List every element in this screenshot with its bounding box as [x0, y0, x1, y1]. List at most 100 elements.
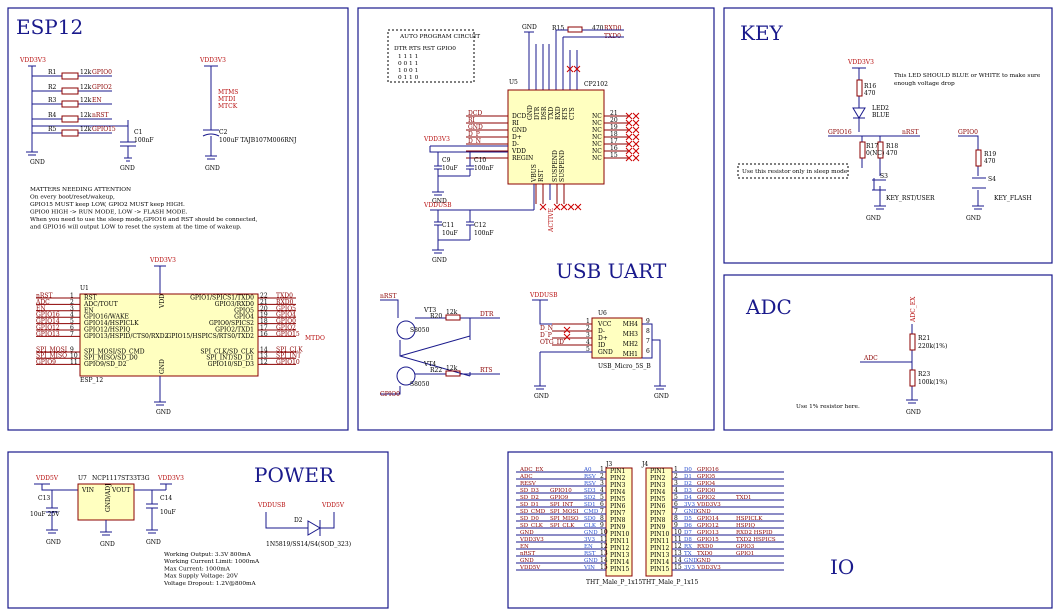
resistor-value: 12k — [80, 126, 92, 133]
table-row: 0 0 1 1 — [398, 61, 418, 67]
wire — [567, 203, 575, 211]
key-title: KEY — [740, 21, 784, 45]
net-label: D_P — [468, 131, 480, 138]
pin-number: 3 — [600, 480, 604, 487]
pin-number: 14 — [600, 557, 608, 564]
io-net: SD_D0 — [520, 516, 539, 522]
pin-name: NC — [592, 155, 602, 162]
wire — [625, 154, 633, 162]
pin-name: PIN1 — [610, 468, 625, 475]
pin-name: PIN7 — [610, 510, 626, 517]
pin-name: GPIO13/HSPID/CTS0/RXD2 — [84, 333, 168, 340]
net-label: SPI_CLK — [276, 347, 303, 354]
pin-name: PIN10 — [610, 531, 629, 538]
io-net-alt: RXD2 HSPID — [736, 530, 773, 536]
pin-name: SUSPEND — [552, 150, 559, 182]
net-label: GPIO13 — [36, 331, 60, 338]
pin-name: NC — [592, 120, 602, 127]
vddusb-label: VDDUSB — [257, 502, 286, 509]
pin-name: SPI_MISO/SD_D0 — [84, 355, 138, 362]
pin-number: 7 — [674, 508, 678, 515]
spec-line: Max Supply Voltage: 20V — [164, 574, 239, 580]
wire — [625, 147, 633, 155]
pin-name: CTS — [569, 107, 576, 120]
pin-name: MH2 — [623, 341, 638, 348]
resistor-net: EN — [92, 97, 102, 104]
pin-number: 12 — [260, 359, 268, 366]
pin-name: PIN1 — [650, 468, 665, 475]
io-board-label: GND — [684, 509, 698, 515]
r15-value: 470 — [592, 25, 604, 32]
s4-ref: S4 — [988, 176, 996, 183]
wire — [574, 203, 582, 211]
pin-name: GPIO9/SD_D2 — [84, 361, 127, 368]
net-label: GPIO10 — [276, 359, 300, 366]
c1-ref: C1 — [134, 129, 142, 136]
wire — [632, 119, 640, 127]
u1-ref: U1 — [80, 285, 89, 292]
adc-frame — [723, 274, 1053, 431]
d2-value: 1N5819/SS14/S4(SOD_323) — [266, 541, 351, 548]
vdd5v-label: VDD5V — [321, 502, 345, 509]
io-board-label: RSV — [584, 481, 597, 487]
resistor-net: GPIO15 — [92, 126, 116, 133]
vout-pin: VOUT — [111, 487, 130, 494]
pin-name: PIN12 — [650, 545, 669, 552]
pin-name: PIN7 — [650, 510, 666, 517]
wire — [632, 126, 640, 134]
pin-number: 6 — [600, 501, 604, 508]
pin-number: 12 — [600, 543, 608, 550]
vdd-pin: VDD — [159, 294, 166, 309]
io-board-label: D1 — [684, 474, 692, 480]
net-label: GPIO14 — [36, 318, 60, 325]
pin-number: 3 — [674, 480, 678, 487]
vddusb-label: VDDUSB — [423, 202, 452, 209]
c14-value: 10uF — [160, 509, 176, 516]
table-row: 1 1 1 1 — [398, 54, 418, 60]
pin-name: NC — [592, 148, 602, 155]
net-label: SPI_MISO — [36, 353, 67, 360]
net-label: GPIO16 — [36, 312, 60, 319]
pin-number: 8 — [674, 515, 678, 522]
pin-number: 17 — [610, 138, 618, 145]
io-net-alt: SPI_INT — [550, 502, 573, 508]
pin-number: 2 — [70, 299, 74, 306]
io-board-label: D8 — [684, 537, 692, 543]
pin-name: PIN11 — [610, 538, 629, 545]
vdd3v3-label: VDD3V3 — [847, 59, 874, 66]
c9-ref: C9 — [442, 157, 451, 164]
io-net: VDD3V3 — [696, 565, 721, 571]
pin-name: RTS — [562, 107, 569, 120]
r18-value: 470 — [886, 150, 898, 157]
pin-number: 17 — [260, 325, 268, 332]
r20-ref: R20 — [430, 313, 442, 320]
pin-name: GPIO1/SPICS1/TXD0 — [190, 295, 254, 302]
pin-name: DSR — [541, 106, 548, 120]
pin-number: 10 — [70, 353, 78, 360]
io-net-alt: GPIO9 — [550, 495, 569, 501]
vdd5v-label: VDD5V — [35, 475, 59, 482]
gpio0-net: GPIO0 — [958, 129, 978, 136]
led-note-2: enough voltage drop — [894, 81, 955, 87]
io-net: GPIO0 — [697, 488, 716, 494]
attention-note-line: GPIO0 HIGH -> RUN MODE, LOW -> FLASH MOD… — [30, 210, 188, 216]
gnd-label: GND — [966, 215, 981, 222]
pin-number: 6 — [674, 501, 678, 508]
pin-number: 2 — [674, 473, 678, 480]
dtr-net: DTR — [480, 311, 494, 318]
pin-number: 19 — [610, 124, 618, 131]
io-net: SD_CLK — [520, 523, 544, 529]
pin-number: 8 — [646, 328, 650, 335]
net-label: DCD — [468, 110, 482, 117]
io-board-label: SD3 — [584, 488, 596, 494]
gpio0-net: GPIO0 — [380, 391, 400, 398]
pin-number: 18 — [610, 131, 618, 138]
net-label: GPIO0 — [276, 318, 296, 325]
pin-number: 7 — [70, 331, 74, 338]
resistor-value: 12k — [80, 69, 92, 76]
pin-name: PIN14 — [610, 559, 629, 566]
io-frame — [507, 451, 1053, 609]
gndadj-pin: GND/ADJ — [105, 483, 112, 512]
pin-name: NC — [592, 141, 602, 148]
resistor-ref: R3 — [48, 97, 57, 104]
